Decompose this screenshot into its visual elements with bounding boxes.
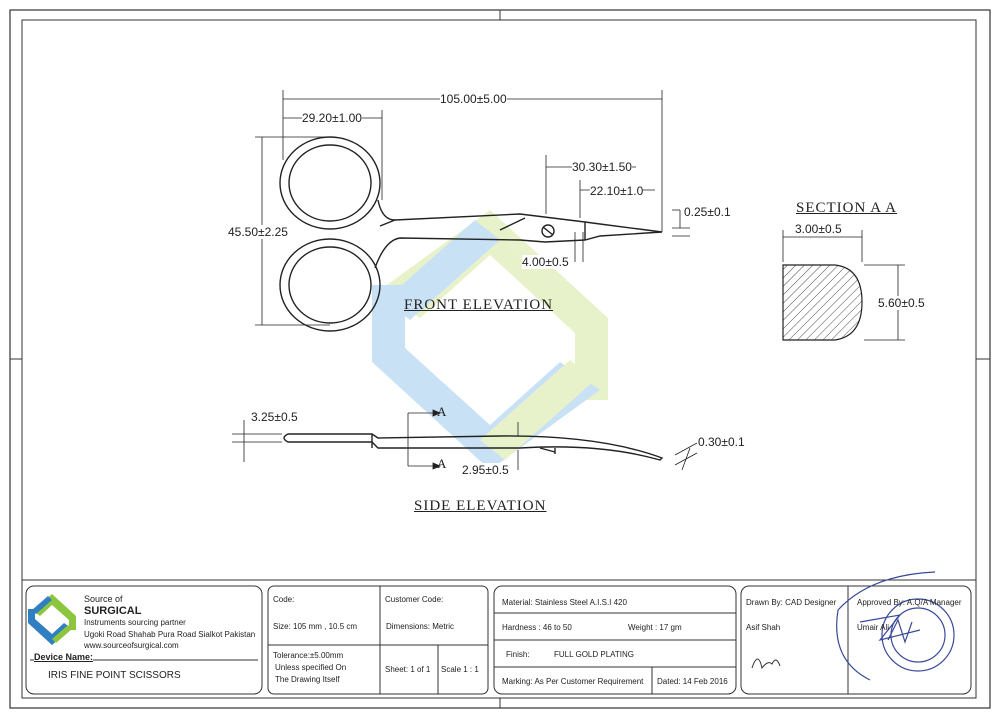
sheet-value: Sheet: 1 of 1	[385, 665, 431, 674]
dim-ring-width: 29.20±1.00	[302, 111, 362, 125]
dim-side-blade: 2.95±0.5	[462, 463, 509, 477]
drawer-signature	[751, 658, 781, 670]
dim-section-height: 5.60±0.5	[878, 296, 925, 310]
device-name: IRIS FINE POINT SCISSORS	[48, 670, 181, 681]
approved-by-label: Approved By: A.Q/A Manager	[857, 598, 962, 607]
finish-value: FULL GOLD PLATING	[554, 650, 635, 659]
dim-side-ring: 3.25±0.5	[251, 410, 298, 424]
marking-value: Marking: As Per Customer Requirement	[502, 677, 644, 686]
company-website: www.sourceofsurgical.com	[84, 641, 179, 650]
tolerance-line2: Unless specified On	[275, 663, 347, 672]
code-label: Code:	[273, 595, 295, 604]
dim-tip-length: 30.30±1.50	[572, 160, 632, 174]
material-value: Material: Stainless Steel A.I.S.I 420	[502, 598, 627, 607]
scale-value: Scale 1 : 1	[441, 665, 479, 674]
dimensions-value: Dimensions: Metric	[386, 622, 455, 631]
front-elevation-scissors	[279, 136, 663, 332]
dated-value: Dated: 14 Feb 2016	[657, 677, 728, 686]
section-a-a-drawing	[782, 230, 905, 341]
device-name-label: Device Name:	[34, 652, 94, 662]
company-name-line2: SURGICAL	[84, 605, 142, 617]
section-marker-bottom: A	[437, 456, 447, 471]
dim-tip-thickness: 0.25±0.1	[684, 205, 731, 219]
tolerance-line1: Tolerance:±5.00mm	[273, 651, 344, 660]
approved-by-name: Umair Ali	[857, 623, 890, 632]
dim-side-tip: 0.30±0.1	[698, 435, 745, 449]
company-tagline: Instruments sourcing partner	[84, 618, 186, 627]
dim-overall-length: 105.00±5.00	[440, 92, 507, 106]
company-address: Ugoki Road Shahab Pura Road Sialkot Paki…	[84, 630, 256, 639]
front-elevation-title: FRONT ELEVATION	[404, 297, 554, 313]
customer-code-label: Customer Code:	[385, 595, 444, 604]
section-marker-top: A	[437, 404, 447, 419]
weight-value: Weight : 17 gm	[628, 623, 682, 632]
section-title: SECTION A A	[796, 200, 898, 216]
finish-label: Finish:	[506, 650, 530, 659]
side-dimension-lines	[232, 409, 698, 471]
dim-blade-length: 22.10±1.0	[590, 184, 644, 198]
dim-overall-height: 45.50±2.25	[228, 225, 288, 239]
dim-screw: 4.00±0.5	[522, 255, 569, 269]
company-name-line1: Source of	[84, 594, 123, 604]
tolerance-line3: The Drawing Itself	[275, 675, 340, 684]
company-logo	[28, 594, 76, 645]
drawing-border	[9, 9, 991, 709]
size-value: Size: 105 mm , 10.5 cm	[273, 622, 358, 631]
side-elevation-title: SIDE ELEVATION	[414, 498, 547, 514]
drawn-by-name: Asif Shah	[746, 623, 781, 632]
front-dimension-lines	[255, 90, 690, 326]
side-elevation-scissors	[283, 433, 664, 461]
approval-stamp	[836, 571, 955, 681]
hardness-value: Hardness : 46 to 50	[502, 623, 572, 632]
drawn-by-label: Drawn By: CAD Designer	[746, 598, 837, 607]
watermark-logo	[372, 210, 608, 470]
dim-section-width: 3.00±0.5	[795, 222, 842, 236]
